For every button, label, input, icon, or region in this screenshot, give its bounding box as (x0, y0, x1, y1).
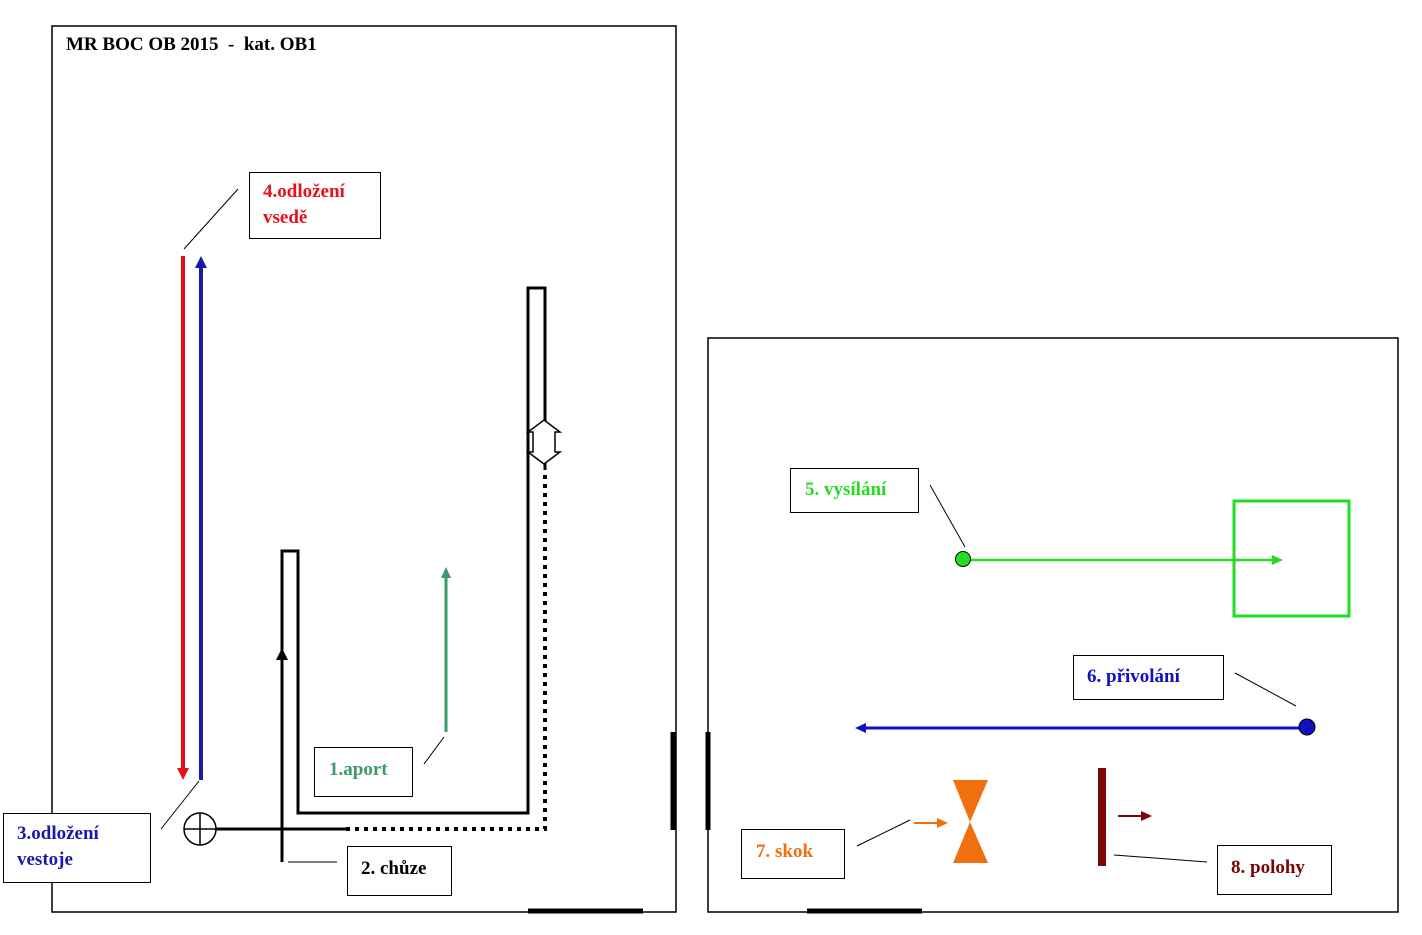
vsede-arrow (177, 256, 189, 780)
polohy-leader-line (1113, 854, 1208, 863)
polohy-marker-bar (1098, 768, 1106, 866)
skok-arrow (914, 818, 948, 828)
label-vestoje: 3.odložení vestoje (3, 813, 151, 883)
aport-leader-line (423, 736, 445, 765)
vysilani-leader-line (929, 484, 966, 548)
vestoje-leader-line (160, 780, 200, 830)
chuze-path (216, 286, 547, 862)
right-field-border (707, 337, 1399, 913)
label-chuze: 2. chůze (347, 846, 452, 896)
diagram-title: MR BOC OB 2015 - kat. OB1 (66, 34, 317, 55)
privolani-arrow (855, 718, 1316, 736)
halt-double-arrow-icon (525, 419, 563, 465)
aport-arrow (441, 567, 451, 732)
label-skok: 7. skok (741, 829, 845, 879)
privolani-leader-line (1234, 672, 1297, 707)
vsede-leader-line (183, 188, 239, 250)
polohy-arrow (1118, 811, 1152, 821)
vysilani-arrow (955, 551, 1283, 567)
label-vsede: 4.odložení vsedě (249, 172, 381, 239)
left-field-border (51, 25, 677, 913)
skok-hurdle-icon (953, 780, 988, 863)
start-crosshair-icon (183, 812, 217, 846)
vestoje-arrow (195, 256, 207, 780)
vysilani-target-square (1232, 499, 1351, 618)
skok-leader-line (856, 819, 911, 847)
label-privolani: 6. přivolání (1073, 655, 1224, 700)
label-aport: 1.aport (314, 747, 413, 797)
label-polohy: 8. polohy (1217, 845, 1332, 895)
label-vysilani: 5. vysílání (790, 468, 919, 513)
